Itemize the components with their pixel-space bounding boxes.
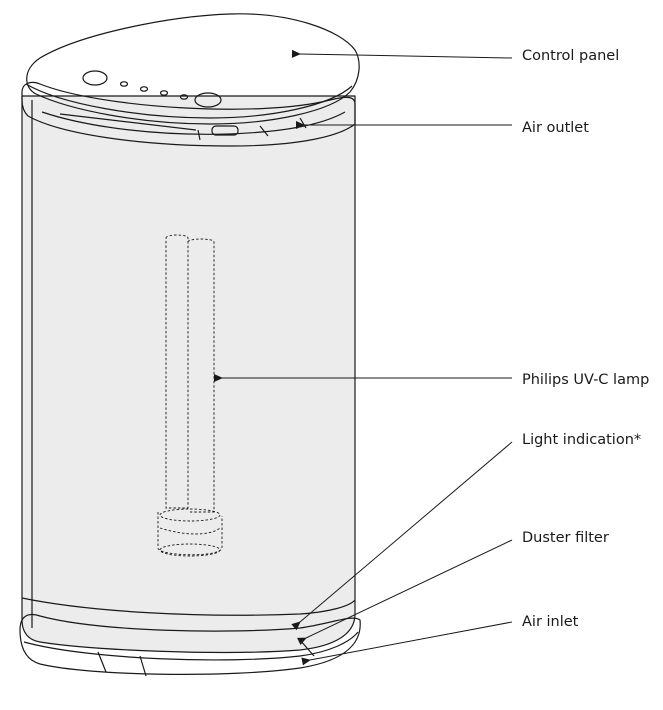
mode-button	[194, 92, 222, 108]
outlet-rim	[21, 81, 356, 147]
control-panel-edge	[25, 83, 353, 119]
base	[19, 613, 361, 675]
leader-light-indication	[291, 441, 513, 631]
label-control-panel: Control panel	[522, 48, 619, 64]
base-rim	[23, 631, 359, 661]
leader-air-inlet	[301, 621, 513, 666]
outlet-slot	[211, 125, 239, 136]
label-light-indication: Light indication*	[522, 432, 641, 448]
indicator-light	[139, 86, 149, 92]
outlet-grille	[41, 111, 346, 135]
indicator-light	[119, 81, 129, 87]
indicator-light	[159, 90, 169, 96]
outlet-grille-slots	[59, 113, 307, 141]
leader-lines	[214, 49, 513, 666]
uv-lamp-hidden	[157, 234, 223, 557]
leader-control-panel	[291, 49, 513, 59]
air-purifier-illustration	[19, 13, 361, 677]
power-button	[82, 70, 108, 86]
indicator-light	[179, 94, 189, 100]
leader-duster-filter	[297, 539, 513, 646]
label-air-inlet: Air inlet	[522, 614, 579, 630]
callout-labels: Control panel Air outlet Philips UV-C la…	[522, 48, 649, 630]
purifier-body	[21, 95, 356, 654]
label-air-outlet: Air outlet	[522, 120, 589, 136]
label-duster-filter: Duster filter	[522, 530, 609, 546]
label-uv-lamp: Philips UV-C lamp	[522, 372, 649, 388]
lower-ring	[21, 597, 356, 616]
control-panel-top	[26, 13, 360, 125]
